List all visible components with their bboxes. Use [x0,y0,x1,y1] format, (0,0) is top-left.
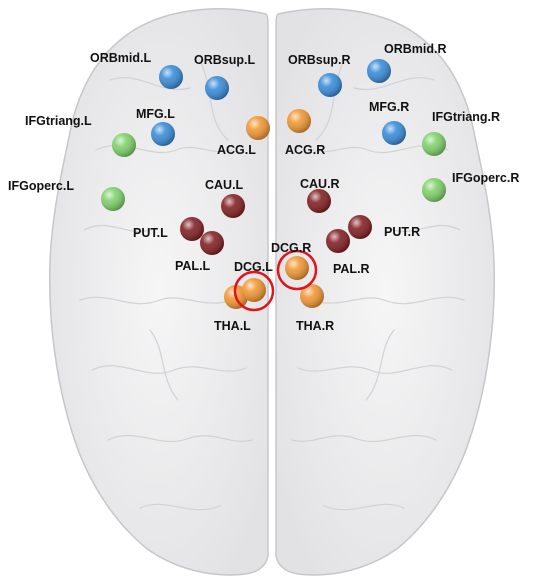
node-label: ORBmid.R [384,42,447,56]
node-label: CAU.R [300,177,340,191]
node-label: PAL.L [175,259,211,273]
node-shading [200,231,224,255]
node-shading [287,109,311,133]
node-label: IFGoperc.L [8,179,74,193]
node-label: DCG.L [234,260,273,274]
node-shading [422,178,446,202]
node-label: IFGtriang.R [432,110,500,124]
node-shading [326,229,350,253]
node-shading [307,189,331,213]
node-shading [348,215,372,239]
node-label: MFG.R [369,100,409,114]
node-label: ORBmid.L [90,51,151,65]
node-shading [101,187,125,211]
node-shading [159,65,183,89]
node-label: CAU.L [205,178,244,192]
node-label: PAL.R [333,262,370,276]
node-label: ACG.R [285,143,325,157]
node-label: THA.R [296,319,334,333]
node-label: ORBsup.R [288,53,351,67]
node-label: ACG.L [217,143,256,157]
node-label: MFG.L [136,107,175,121]
node-shading [205,76,229,100]
node-label: THA.L [214,319,251,333]
node-shading [367,59,391,83]
node-shading [242,278,266,302]
node-label: ORBsup.L [194,53,255,67]
node-label: IFGoperc.R [452,171,519,185]
node-shading [318,73,342,97]
node-shading [422,132,446,156]
node-label: IFGtriang.L [25,114,92,128]
node-label: PUT.L [133,226,168,240]
node-shading [246,116,270,140]
node-shading [151,122,175,146]
node-shading [285,256,309,280]
node-shading [221,194,245,218]
node-shading [180,217,204,241]
node-shading [382,121,406,145]
node-label: DCG.R [271,241,311,255]
node-shading [112,133,136,157]
node-label: PUT.R [384,225,420,239]
